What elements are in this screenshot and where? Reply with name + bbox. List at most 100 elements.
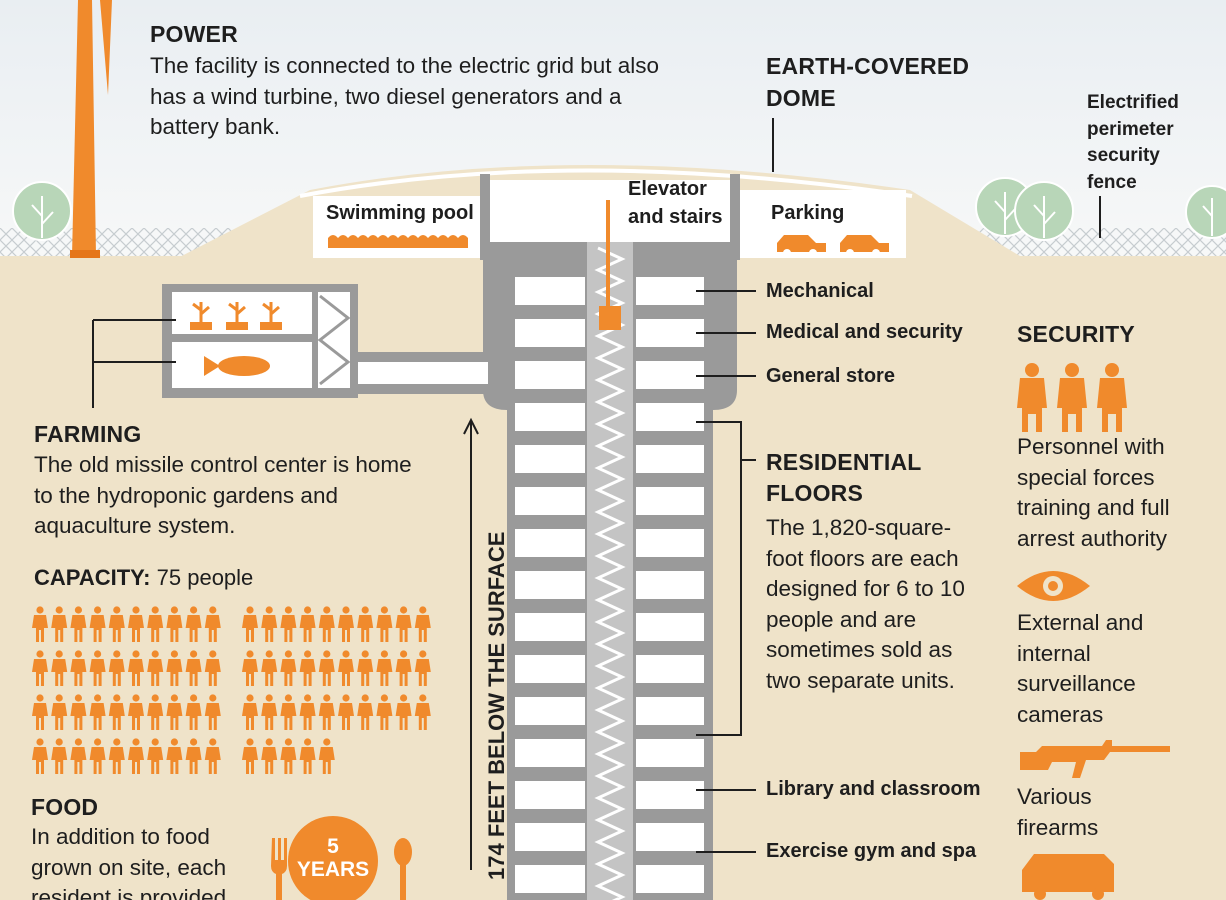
person-icon (318, 738, 335, 774)
stair-zigzag-line (594, 246, 626, 900)
person-icon (280, 694, 297, 730)
floor-slot (515, 403, 585, 431)
elevator-car (599, 306, 621, 330)
food-body: In addition to food grown on site, each … (31, 824, 227, 900)
person-icon (128, 738, 144, 774)
person-icon (51, 606, 68, 642)
person-icon (280, 606, 297, 642)
person-icon (147, 694, 164, 730)
person-icon (166, 650, 183, 686)
person-icon (70, 650, 87, 686)
floor-medical-security: Medical and security (766, 321, 963, 343)
person-icon (299, 738, 316, 774)
floor-slot (515, 613, 585, 641)
security-cameras: External and internal surveillance camer… (1017, 610, 1144, 727)
person-icon (89, 694, 106, 730)
dome-left-wall (480, 174, 490, 260)
floor-mechanical: Mechanical (766, 280, 874, 302)
person-icon (414, 606, 431, 642)
person-icon (299, 606, 316, 642)
person-icon (395, 650, 412, 686)
floor-exercise-gym-spa: Exercise gym and spa (766, 840, 977, 862)
floor-slot (636, 739, 704, 767)
floor-slot (636, 403, 704, 431)
residential-body: The 1,820-square-foot floors are each de… (766, 515, 965, 693)
capacity-people-grid (32, 606, 431, 774)
person-icon (128, 650, 144, 686)
person-icon (318, 694, 335, 730)
floor-slot (636, 445, 704, 473)
dome-roof (299, 168, 913, 198)
capacity-label: CAPACITY: (34, 565, 151, 590)
security-firearms: Various firearms (1017, 784, 1099, 840)
person-icon (70, 738, 87, 774)
floor-slot (515, 823, 585, 851)
person-icon (395, 606, 412, 642)
floor-library-classroom: Library and classroom (766, 778, 981, 800)
elevator-shaft (606, 200, 610, 310)
person-icon (261, 650, 278, 686)
floor-slot (636, 319, 704, 347)
person-icon (204, 738, 221, 774)
floor-slot (515, 277, 585, 305)
floor-slot (515, 571, 585, 599)
swimming-pool-label: Swimming pool (326, 202, 474, 224)
person-icon (338, 650, 354, 686)
stair-zigzag (594, 246, 626, 900)
armored-vehicle-icon (1022, 854, 1114, 900)
tree-icon (12, 181, 72, 241)
residential-heading: RESIDENTIAL FLOORS (766, 449, 922, 506)
person-icon (89, 606, 106, 642)
person-icon (414, 694, 431, 730)
floor-slot (636, 277, 704, 305)
person-icon (185, 738, 202, 774)
power-body: The facility is connected to the electri… (150, 53, 660, 139)
person-icon (280, 738, 297, 774)
floor-slot (636, 487, 704, 515)
floor-slot (515, 487, 585, 515)
person-icon (376, 606, 393, 642)
floor-slot (636, 613, 704, 641)
floor-slot (636, 655, 704, 683)
floor-slot (515, 319, 585, 347)
person-icon (204, 694, 221, 730)
farming-heading: FARMING (34, 421, 142, 447)
person-icon (185, 650, 202, 686)
person-icon (128, 606, 144, 642)
car-icon (777, 235, 826, 257)
person-icon (128, 694, 144, 730)
person-icon (395, 694, 412, 730)
depth-label: 174 FEET BELOW THE SURFACE (484, 531, 509, 880)
silo-floors (515, 277, 704, 893)
dome-label: EARTH-COVERED DOME (766, 53, 970, 111)
person-icon (242, 694, 258, 730)
control-center-stairs (317, 294, 351, 386)
spoon-icon (394, 838, 412, 900)
person-icon (280, 650, 297, 686)
car-icon (840, 235, 889, 257)
person-icon (299, 650, 316, 686)
security-personnel: Personnel with special forces training a… (1017, 434, 1170, 551)
capacity-line: CAPACITY: 75 people (34, 565, 253, 591)
soldier-icon (1017, 363, 1127, 432)
person-icon (108, 694, 125, 730)
person-icon (147, 738, 164, 774)
person-icon (299, 694, 316, 730)
person-icon (51, 650, 68, 686)
fork-icon (271, 838, 287, 900)
person-icon (185, 694, 202, 730)
badge-unit: YEARS (296, 858, 370, 881)
person-icon (147, 650, 164, 686)
person-icon (89, 650, 106, 686)
badge-number: 5 (327, 835, 339, 858)
person-icon (32, 650, 48, 686)
eye-icon (1017, 571, 1090, 601)
security-heading: SECURITY (1017, 321, 1135, 347)
floor-slot (636, 697, 704, 725)
floor-slot (515, 781, 585, 809)
person-icon (32, 606, 48, 642)
pool-wave (328, 235, 468, 238)
floor-slot (636, 529, 704, 557)
